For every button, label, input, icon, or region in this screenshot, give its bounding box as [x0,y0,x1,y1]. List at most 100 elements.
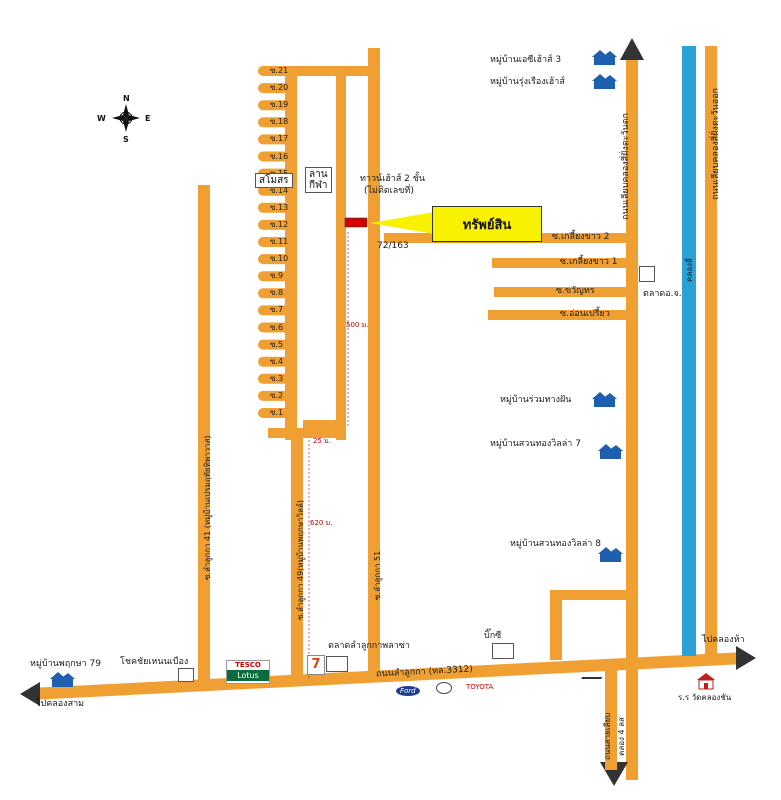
road-label-soi51: ซ.ลำลูกกา 51 [373,550,382,600]
swimming-club-box: สโมสร [255,173,293,188]
soi-label: ซ.7 [270,305,284,315]
mid-vertical-road [291,430,303,680]
distance-620: 620 ม. [310,519,333,527]
place-bigc: บิ๊กซี [484,631,502,641]
lane-label-onpriao: ซ.อ่อนเปรี้ยว [560,309,610,319]
toyota-logo: TOYOTA [466,683,494,691]
soi-label: ซ.14 [270,185,289,195]
soi-label: ซ.18 [270,117,289,127]
place-to-klong-ha: ไปคลองห้า [702,635,745,645]
place-wat: ร.ร วัดคลองชัน [678,693,732,702]
soi-bar [258,237,296,247]
place-market: ตลาดลำลูกกาพลาซ่า [328,641,410,651]
property-desc-1: ทาวน์เฮ้าส์ 2 ชั้น [360,174,426,184]
soi-label: ซ.11 [270,237,289,246]
compass-e: E [145,114,151,123]
sports-field-box: ลาน กีฬา [305,167,332,193]
lane-label-khwanthon: ซ.ขวัญทร [556,286,595,296]
soi-label: ซ.1 [270,408,284,417]
bigc-box [492,643,514,659]
property-marker[interactable] [344,217,368,228]
arrow-west-icon [20,682,40,706]
soi-bar [258,390,296,401]
arrow-north-icon [620,38,644,60]
soi-bar [258,66,296,76]
soi-label: ซ.10 [270,254,289,264]
chokchai-box [178,668,194,682]
soi-bar [258,271,296,282]
soi-bar [258,339,296,350]
soi-bar [258,322,296,333]
soi-label: ซ.5 [270,339,284,349]
house-icon [592,50,617,65]
school-icon [697,673,715,690]
village-suanthong-7: หมู่บ้านสวนทองวิลล่า 7 [490,439,581,449]
soi-bar [258,134,296,145]
compass-icon [112,104,140,132]
soi-label: ซ.6 [270,322,284,332]
compass-n: N [123,94,130,103]
road-label-bottom: ถนนสายเลียบ [603,712,612,760]
soi-label: ซ.21 [270,66,289,75]
seven-eleven-logo: 7 [307,655,325,675]
compass-w: W [97,114,106,123]
mazda-logo-icon [436,682,452,694]
soi-bar [258,185,296,196]
tesco-lotus-logo: TESCO Lotus [226,660,270,684]
loop-road-top [550,590,632,600]
lane-kliangkhao-1 [492,258,632,268]
ford-logo: Ford [396,686,420,696]
place-to-klong-sam: ไปคลองสาม [36,699,85,709]
village-ac-house-3: หมู่บ้านเอซีเฮ้าส์ 3 [490,55,562,65]
lane-onpriao [488,310,632,320]
market-o-label: ตลาดอ.จ. [643,289,682,299]
distance-25: 25 ม. [313,437,331,445]
property-desc-2: (ไม่ติดเลขที่) [364,186,414,196]
road-label-right-vertical: ถนนเลียบคลองสี่ฝั่งตะวันตก [621,112,631,220]
estate-inner-column [336,70,346,440]
house-icon [50,672,75,687]
property-house-no: 72/163 [377,241,409,251]
village-suanthong-8: หมู่บ้านสวนทองวิลล่า 8 [510,539,601,549]
soi-bar [258,408,296,418]
soi-label: ซ.17 [270,134,289,144]
compass-s: S [123,135,129,144]
house-icon [598,444,623,459]
village-pruksa-79: หมู่บ้านพฤกษา 79 [30,659,101,669]
estate-bottom-bar [268,428,346,438]
soi-bar [258,356,296,367]
soi-label: ซ.3 [270,373,284,383]
estate-connector [303,420,343,428]
soi-label: ซ.19 [270,100,289,110]
road-label-mid-vertical: ซ.ลำลูกกา 49(หมู่บ้านพฤกษาวิลล์) [296,499,305,620]
road-label-bottom-2: คลอง 4 ลส [617,717,626,756]
soi-label: ซ.2 [270,390,284,400]
soi-bar [258,117,296,128]
market-box-square [639,266,655,282]
soi-bar [258,100,296,111]
soi-bar [258,219,296,230]
canal-label: คลองสี่ [685,258,694,282]
place-chokchai: โชคชัยเหนนเบือง [120,657,189,667]
left-vertical-road [198,185,210,683]
arrow-east-icon [736,646,756,670]
main-road [30,652,745,700]
house-icon [598,547,623,562]
distance-500: 500 ม. [346,321,369,329]
property-callout: ทรัพย์สิน [432,206,542,242]
soi-bar [258,254,296,265]
callout-tail [370,212,434,234]
loop-road-left [550,594,562,660]
canal [682,46,696,656]
lotus-text: Lotus [227,670,269,681]
tesco-text: TESCO [235,661,261,669]
soi-bar [258,305,296,316]
soi-bar [258,151,296,162]
house-icon [592,74,617,89]
soi-label: ซ.9 [270,271,284,281]
market-box [326,656,348,672]
road-label-far-right: ถนนเลียบคลองสี่ฝั่งตะวันออก [711,88,721,200]
soi-bar [258,288,296,299]
road-label-left-vertical: ซ.ลำลูกกา 41 (หมู่บ้านเปรมฤทัยทิพาวาส) [203,435,212,580]
